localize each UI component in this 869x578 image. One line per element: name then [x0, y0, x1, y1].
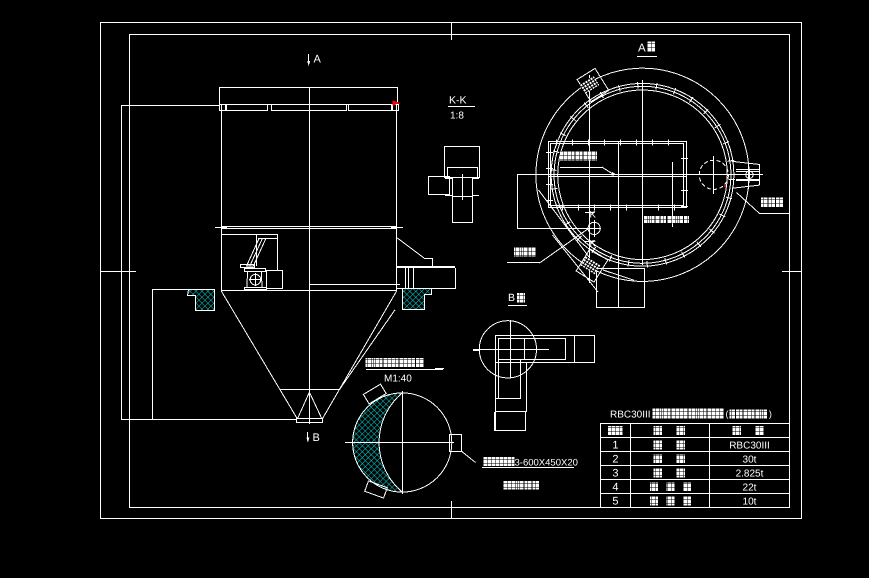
svg-text:2: 2: [612, 453, 618, 465]
svg-text:30t: 30t: [743, 454, 757, 465]
svg-text:10t: 10t: [743, 496, 757, 507]
svg-text:1: 1: [612, 439, 618, 451]
svg-text:RBC30III: RBC30III: [610, 410, 651, 421]
svg-text:5: 5: [612, 495, 618, 507]
svg-text:2.825t: 2.825t: [736, 468, 764, 479]
svg-text:A: A: [638, 43, 646, 55]
svg-text:B: B: [508, 292, 515, 304]
svg-text:A: A: [314, 54, 322, 66]
svg-text:3: 3: [612, 467, 618, 479]
svg-text:): ): [769, 409, 772, 419]
svg-text:M1:40: M1:40: [384, 374, 412, 385]
svg-text:RBC30III: RBC30III: [729, 440, 770, 451]
svg-text:K: K: [590, 210, 597, 221]
svg-text:1:8: 1:8: [450, 111, 464, 122]
svg-text:(: (: [726, 409, 729, 419]
svg-text:K-K: K-K: [449, 95, 467, 107]
svg-text:4: 4: [612, 481, 618, 493]
svg-text:3-600X450X20: 3-600X450X20: [515, 458, 578, 469]
svg-text:22t: 22t: [743, 482, 757, 493]
svg-text:K: K: [590, 239, 597, 250]
svg-text:B: B: [313, 432, 320, 444]
